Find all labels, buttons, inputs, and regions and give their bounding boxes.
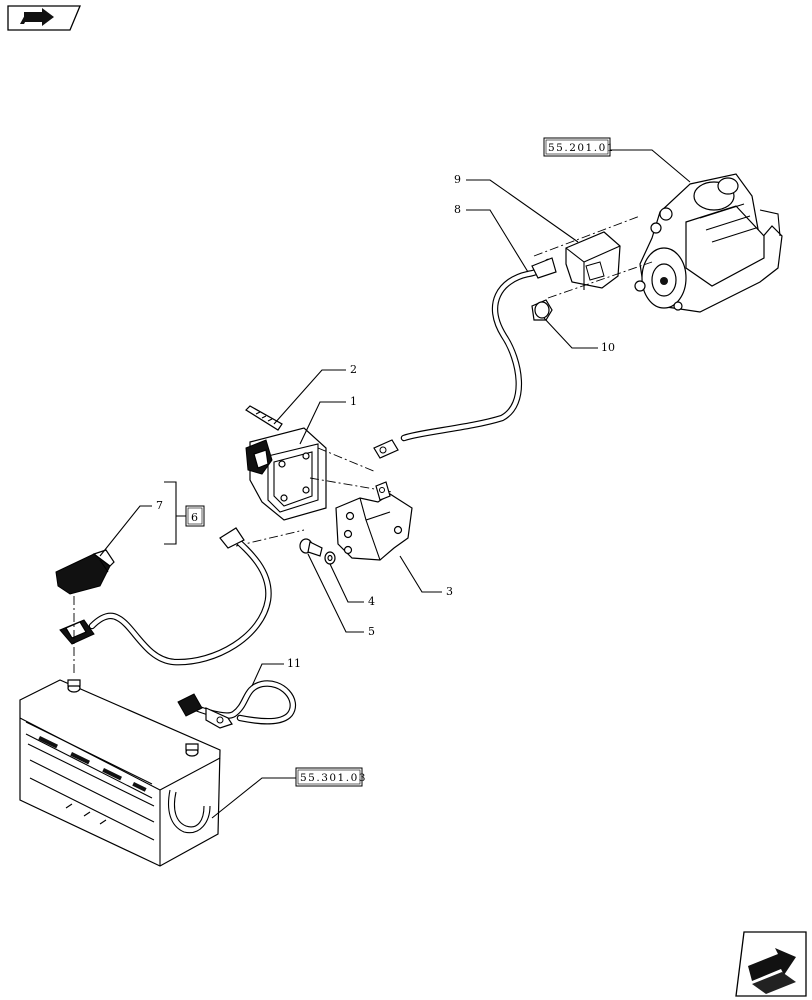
bracket-washer [324, 551, 336, 565]
callout-9: 9 [454, 173, 461, 186]
battery-negative-cable [177, 680, 297, 729]
kit-ref-label: 6 [191, 511, 198, 524]
starter-ref-label: 55.201.01 [548, 142, 615, 154]
callout-4: 4 [368, 595, 375, 608]
bracket-screw [299, 538, 323, 557]
back-arrow-icon [20, 8, 54, 26]
callout-3: 3 [446, 585, 453, 598]
callout-5: 5 [368, 625, 375, 638]
next-button[interactable] [735, 931, 807, 997]
back-button[interactable] [7, 5, 81, 31]
callout-1: 1 [350, 395, 357, 408]
callout-2: 2 [350, 363, 357, 376]
fuse-housing [245, 427, 327, 521]
mounting-bracket [335, 481, 413, 561]
fuse-bolt [245, 405, 283, 431]
battery-positive-cable [59, 527, 272, 666]
callout-11: 11 [287, 657, 301, 670]
callout-7: 7 [156, 499, 163, 512]
battery-ref-label: 55.301.03 [300, 772, 367, 784]
kit-ref-box[interactable]: 6 [185, 505, 205, 527]
starter-ref-box[interactable]: 55.201.01 [543, 137, 615, 157]
positive-starter-cable [373, 257, 557, 459]
forward-arrow-icon [748, 948, 796, 994]
callout-8: 8 [454, 203, 461, 216]
battery-ref-box[interactable]: 55.301.03 [295, 767, 367, 787]
terminal-boot [55, 549, 115, 595]
starter-motor [634, 173, 783, 313]
battery [19, 679, 221, 867]
terminal-nut [531, 299, 553, 321]
callout-10: 10 [601, 341, 615, 354]
